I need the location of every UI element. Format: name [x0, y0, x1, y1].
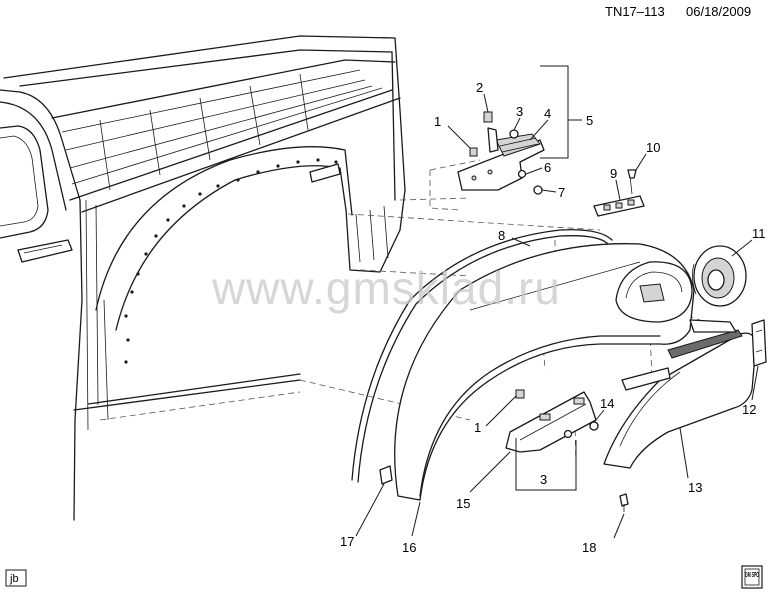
callout-17: 17	[340, 534, 354, 549]
callout-3-upper: 3	[516, 104, 523, 119]
callout-labels: 1 2 3 4 5 6 7 8 9 10 11 12 13 14 1 3 15 …	[340, 80, 766, 555]
callout-18: 18	[582, 540, 596, 555]
seal-part-8	[351, 229, 613, 483]
fuel-door-housing-part-11	[692, 245, 747, 307]
latch-part-12	[751, 319, 767, 367]
leader-lines	[355, 65, 759, 539]
watermark: www.gmsklad.ru	[211, 262, 561, 314]
truck-body	[0, 35, 406, 521]
callout-15: 15	[456, 496, 470, 511]
bracket-assembly	[457, 111, 545, 195]
fasteners	[379, 389, 629, 512]
callout-3-lower: 3	[540, 472, 547, 487]
mounting-holes	[124, 158, 338, 364]
callout-12: 12	[742, 402, 756, 417]
callout-16: 16	[402, 540, 416, 555]
corner-tag: jb	[5, 569, 27, 587]
callout-11: 11	[752, 226, 766, 241]
gm-logo: GM SPO	[741, 565, 763, 589]
fender-flare-part-16	[394, 243, 695, 501]
callout-8: 8	[498, 228, 505, 243]
callout-10: 10	[646, 140, 660, 155]
rear-extension-part-13	[603, 319, 757, 469]
callout-7: 7	[558, 185, 565, 200]
callout-4: 4	[544, 106, 551, 121]
lower-bracket-part-15	[505, 389, 599, 453]
clip-part-9	[593, 169, 645, 217]
callout-5: 5	[586, 113, 593, 128]
callout-6: 6	[544, 160, 551, 175]
svg-text:GM SPO: GM SPO	[745, 572, 759, 579]
svg-text:jb: jb	[9, 573, 19, 585]
callout-1-upper: 1	[434, 114, 441, 129]
callout-14: 14	[600, 396, 614, 411]
diagram-code: TN17–113	[605, 4, 665, 19]
callout-9: 9	[610, 166, 617, 181]
callout-13: 13	[688, 480, 702, 495]
callout-2: 2	[476, 80, 483, 95]
diagram-date: 06/18/2009	[686, 4, 751, 19]
callout-1-lower: 1	[474, 420, 481, 435]
